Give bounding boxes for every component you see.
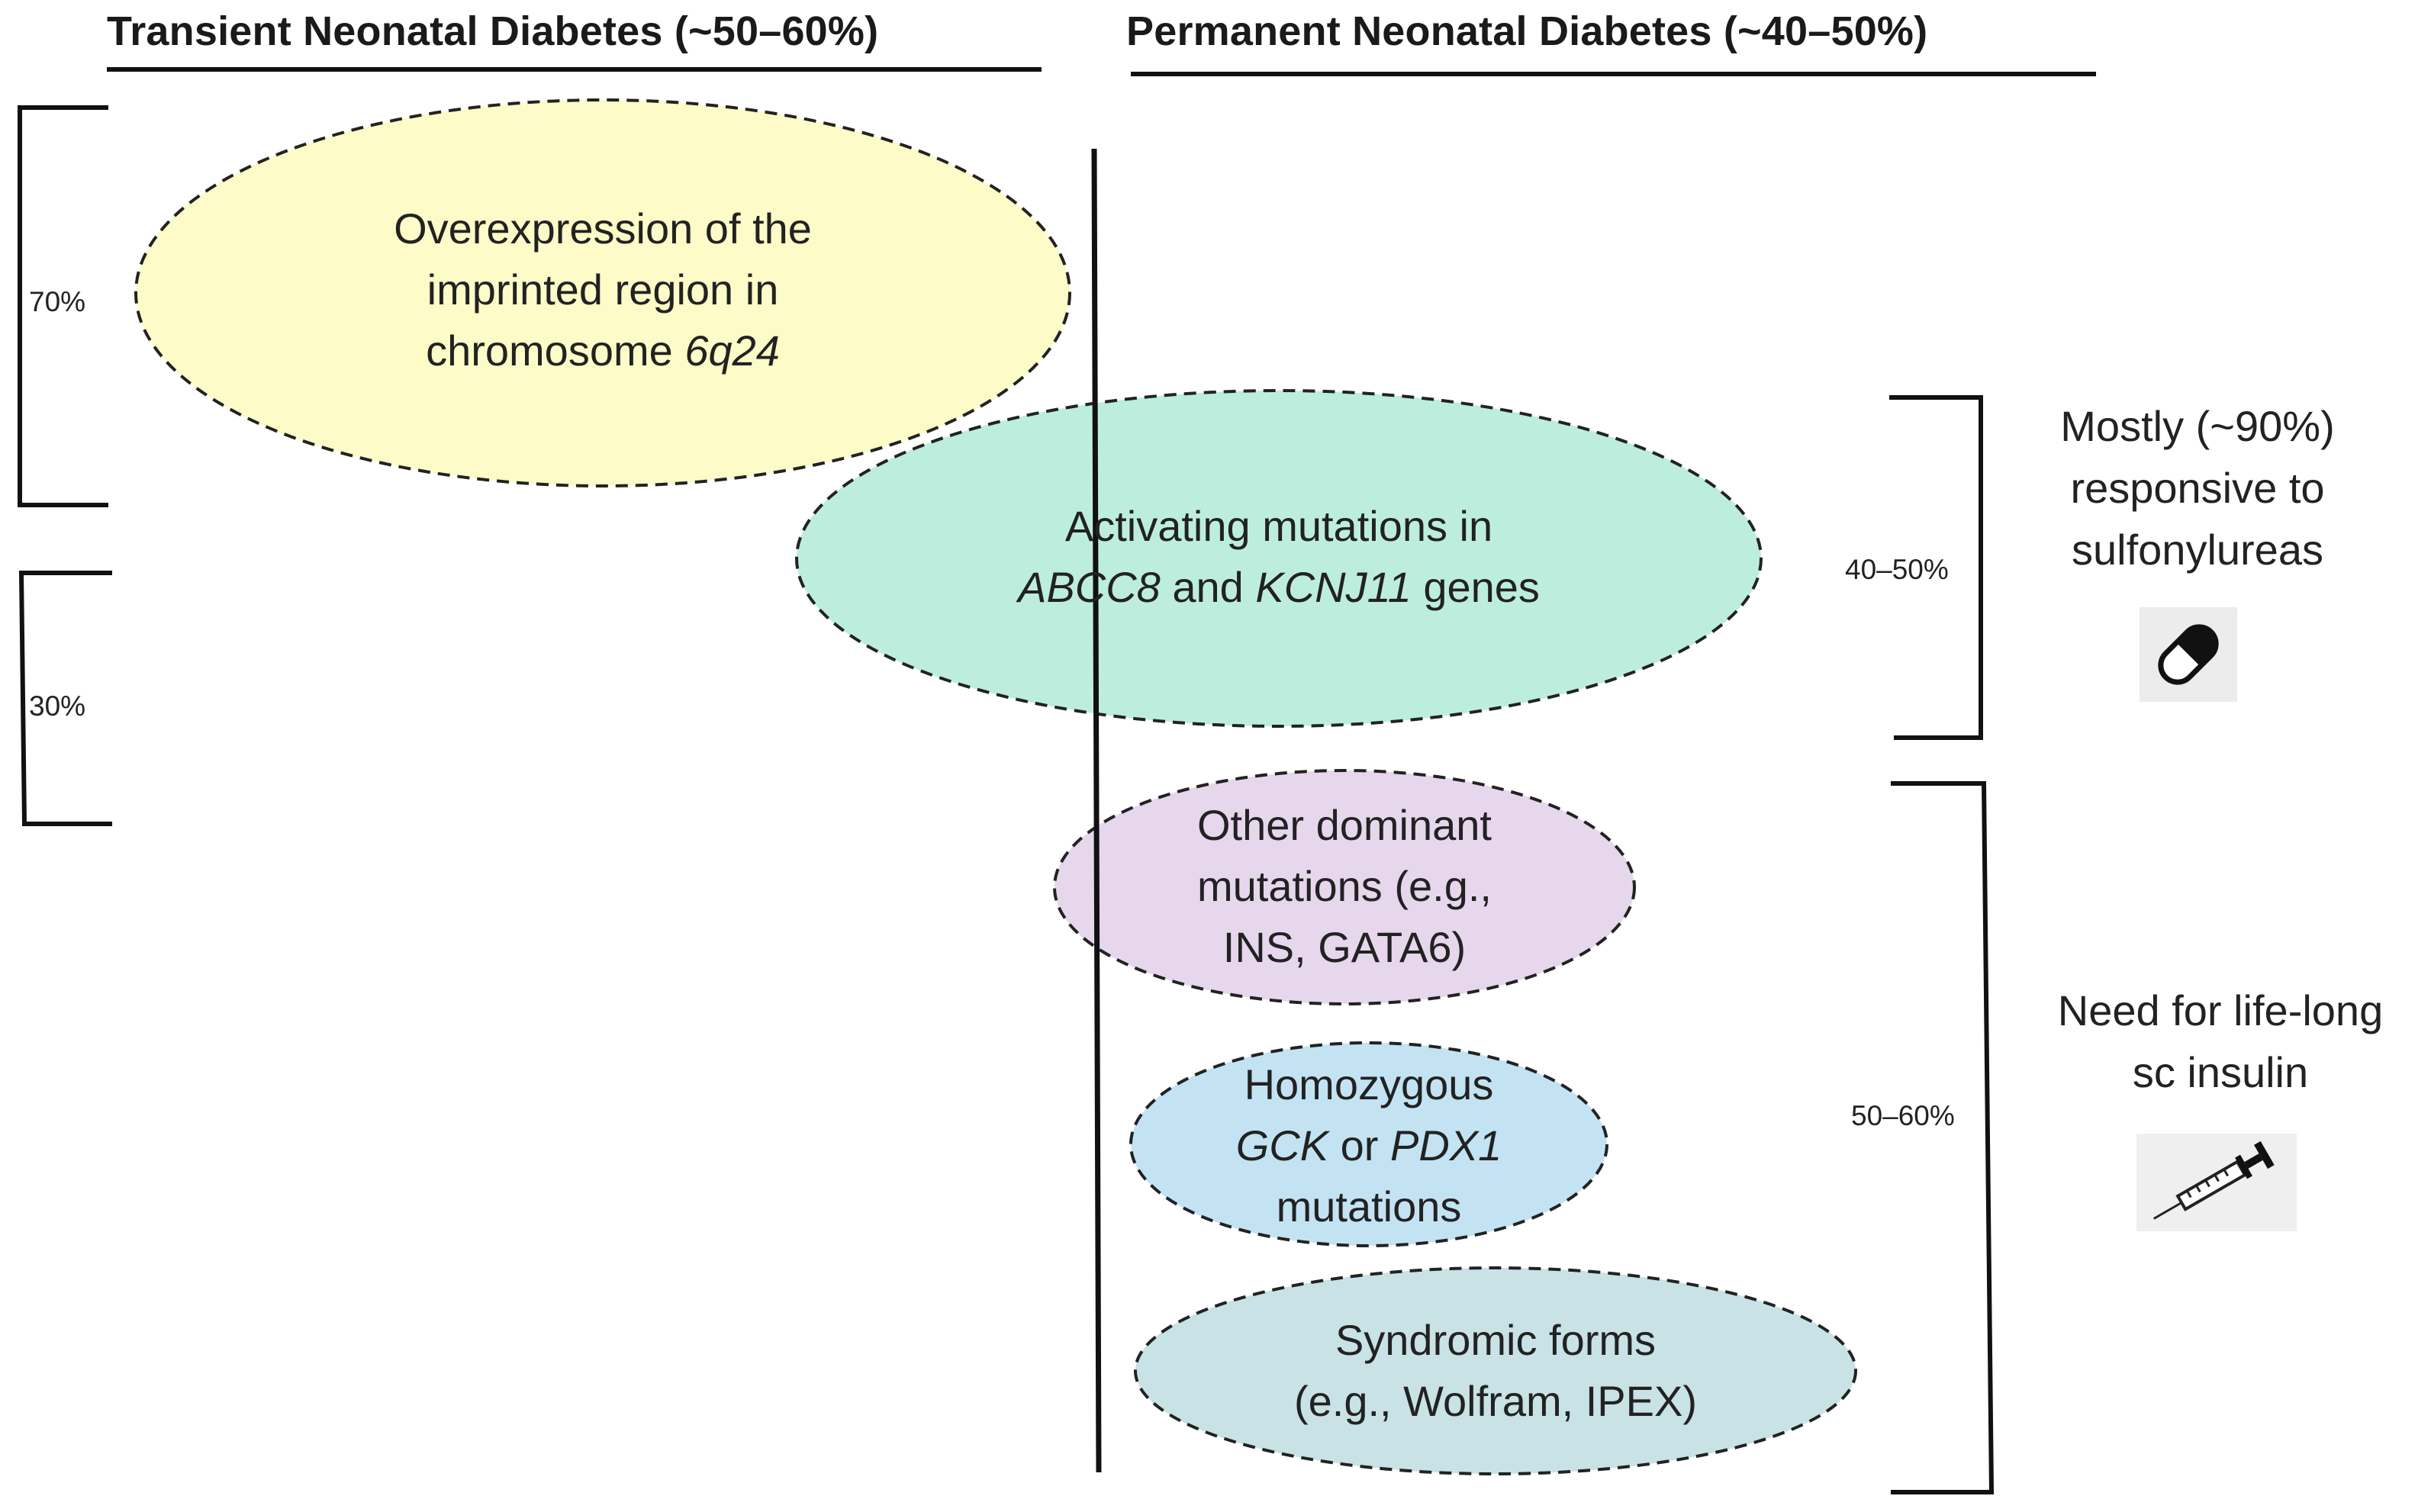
ellipse-homozygous-gene1: GCK — [1235, 1121, 1329, 1169]
header-transient: Transient Neonatal Diabetes (~50–60%) — [107, 8, 879, 54]
ellipse-6q24-locus: 6q24 — [684, 327, 780, 375]
ellipse-katp-line1: Activating mutations in — [1064, 502, 1493, 550]
outcome-sulfonylureas-line1: Mostly (~90%) — [2060, 402, 2335, 450]
ellipse-dominant-line2: mutations (e.g., — [1197, 862, 1492, 910]
ellipse-homozygous-line1: Homozygous — [1244, 1060, 1494, 1108]
ellipse-dominant-line3: INS, GATA6) — [1222, 923, 1467, 971]
bracket-right-top — [1889, 395, 1983, 740]
ellipse-6q24 — [134, 98, 1071, 487]
pct-left-top: 70% — [29, 286, 86, 317]
ellipse-homozygous-or: or — [1328, 1121, 1390, 1169]
ellipse-6q24-text: Overexpression of the imprinted region i… — [183, 198, 1022, 381]
ellipse-katp-gene2: KCNJ11 — [1255, 563, 1412, 611]
ellipse-homozygous-gene2: PDX1 — [1389, 1121, 1502, 1169]
outcome-sulfonylureas-line3: sulfonylureas — [2072, 526, 2323, 574]
outcome-sulfonylureas: Mostly (~90%) responsive to sulfonylurea… — [1999, 395, 2396, 581]
ellipse-homozygous-line3: mutations — [1276, 1182, 1462, 1231]
central-divider — [1091, 148, 1102, 1473]
ellipse-katp-text: Activating mutations in ABCC8 and KCNJ11… — [859, 496, 1698, 618]
pct-right-top: 40–50% — [1845, 554, 1949, 585]
ellipse-katp — [795, 389, 1763, 728]
ellipse-katp-and: and — [1160, 563, 1256, 611]
bracket-right-bottom — [1891, 781, 1995, 1494]
ellipse-syndromic-line2: (e.g., Wolfram, IPEX) — [1294, 1377, 1697, 1425]
outcome-insulin-line2: sc insulin — [2132, 1048, 2309, 1096]
header-permanent-underline — [1131, 72, 2096, 76]
pct-right-bottom: 50–60% — [1851, 1100, 1955, 1131]
bracket-left-top — [18, 105, 108, 507]
ellipse-dominant — [1053, 769, 1636, 1005]
ellipse-homozygous — [1129, 1041, 1608, 1247]
ellipse-6q24-line1: Overexpression of the — [394, 204, 812, 253]
outcome-insulin-line1: Need for life-long — [2057, 986, 2384, 1034]
header-permanent: Permanent Neonatal Diabetes (~40–50%) — [1126, 8, 1928, 54]
bracket-left-bottom — [18, 571, 112, 826]
outcome-insulin: Need for life-long sc insulin — [2014, 980, 2426, 1103]
ellipse-syndromic-text: Syndromic forms (e.g., Wolfram, IPEX) — [1190, 1310, 1801, 1432]
outcome-sulfonylureas-line2: responsive to — [2070, 464, 2325, 512]
ellipse-homozygous-text: Homozygous GCK or PDX1 mutations — [1140, 1054, 1598, 1237]
pill-icon — [2140, 607, 2237, 702]
pct-left-bottom: 30% — [29, 690, 86, 722]
header-transient-underline — [107, 67, 1042, 72]
ellipse-katp-suffix: genes — [1411, 563, 1540, 611]
ellipse-dominant-text: Other dominant mutations (e.g., INS, GAT… — [1100, 795, 1589, 978]
ellipse-syndromic-line1: Syndromic forms — [1335, 1316, 1657, 1364]
ellipse-6q24-line3-prefix: chromosome — [426, 327, 685, 375]
ellipse-dominant-line1: Other dominant — [1197, 801, 1492, 849]
ellipse-6q24-line2: imprinted region in — [427, 265, 779, 314]
ellipse-katp-gene1: ABCC8 — [1018, 563, 1161, 611]
syringe-icon — [2136, 1134, 2297, 1231]
ellipse-syndromic — [1134, 1266, 1857, 1475]
